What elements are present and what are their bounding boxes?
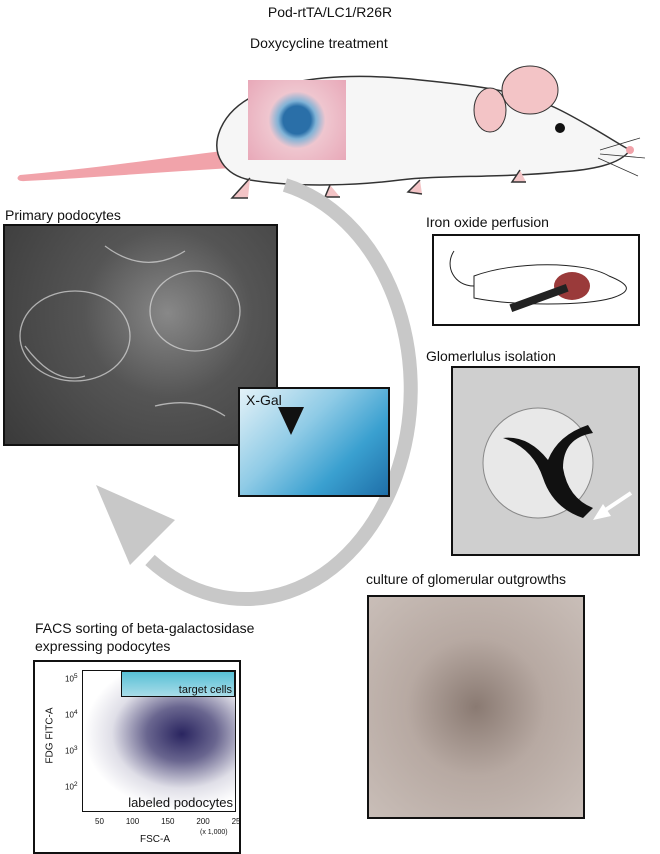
facs-plot: target cells labeled podocytes FDG FITC-… xyxy=(33,660,241,854)
primary-podocytes-image xyxy=(3,224,278,446)
arrowhead-icon xyxy=(278,407,304,435)
y-tick-exp: 5 xyxy=(73,673,78,680)
y-tick: 10 xyxy=(65,782,74,792)
iron-oxide-perfusion-image xyxy=(432,234,640,326)
y-tick-exp: 3 xyxy=(73,745,78,752)
x-ticks: 50 100 150 200 250 xyxy=(95,817,241,826)
y-tick: 10 xyxy=(65,674,74,684)
y-tick-exp: 4 xyxy=(73,709,78,716)
glomerular-outgrowth-culture-image xyxy=(367,595,585,819)
step-label-facs-1: FACS sorting of beta-galactosidase xyxy=(35,620,255,636)
step-label-glomerulus-isolation: Glomerlulus isolation xyxy=(426,348,556,364)
x-tick: 50 xyxy=(95,817,104,826)
xgal-label: X-Gal xyxy=(246,392,282,408)
step-label-culture: culture of glomerular outgrowths xyxy=(366,571,566,587)
y-tick: 10 xyxy=(65,710,74,720)
y-ticks: 105 104 103 102 xyxy=(65,673,78,792)
plot-area: target cells labeled podocytes xyxy=(82,670,236,812)
x-tick: 100 xyxy=(125,817,140,826)
xgal-inset: X-Gal xyxy=(238,387,390,497)
target-cells-gate: target cells xyxy=(121,671,235,697)
y-axis-label: FDG FITC-A xyxy=(44,707,56,764)
step-label-primary-podocytes: Primary podocytes xyxy=(5,207,121,223)
gate-label: target cells xyxy=(178,684,232,696)
x-tick: 150 xyxy=(161,817,175,826)
x-unit: (x 1,000) xyxy=(200,829,228,836)
y-tick: 10 xyxy=(65,746,74,756)
y-tick-exp: 2 xyxy=(73,781,78,788)
figure-title: Pod-rtTA/LC1/R26R xyxy=(267,4,393,20)
x-tick: 200 xyxy=(196,817,210,826)
x-axis-label: FSC-A xyxy=(140,834,170,845)
glomerulus-isolation-image xyxy=(451,366,640,556)
x-tick: 250 xyxy=(231,817,241,826)
step-label-iron-oxide: Iron oxide perfusion xyxy=(426,214,549,230)
step-label-doxycycline: Doxycycline treatment xyxy=(250,35,388,51)
population-label: labeled podocytes xyxy=(128,795,233,810)
glomerulus-histology-inset xyxy=(248,80,346,160)
step-label-facs-2: expressing podocytes xyxy=(35,638,171,654)
